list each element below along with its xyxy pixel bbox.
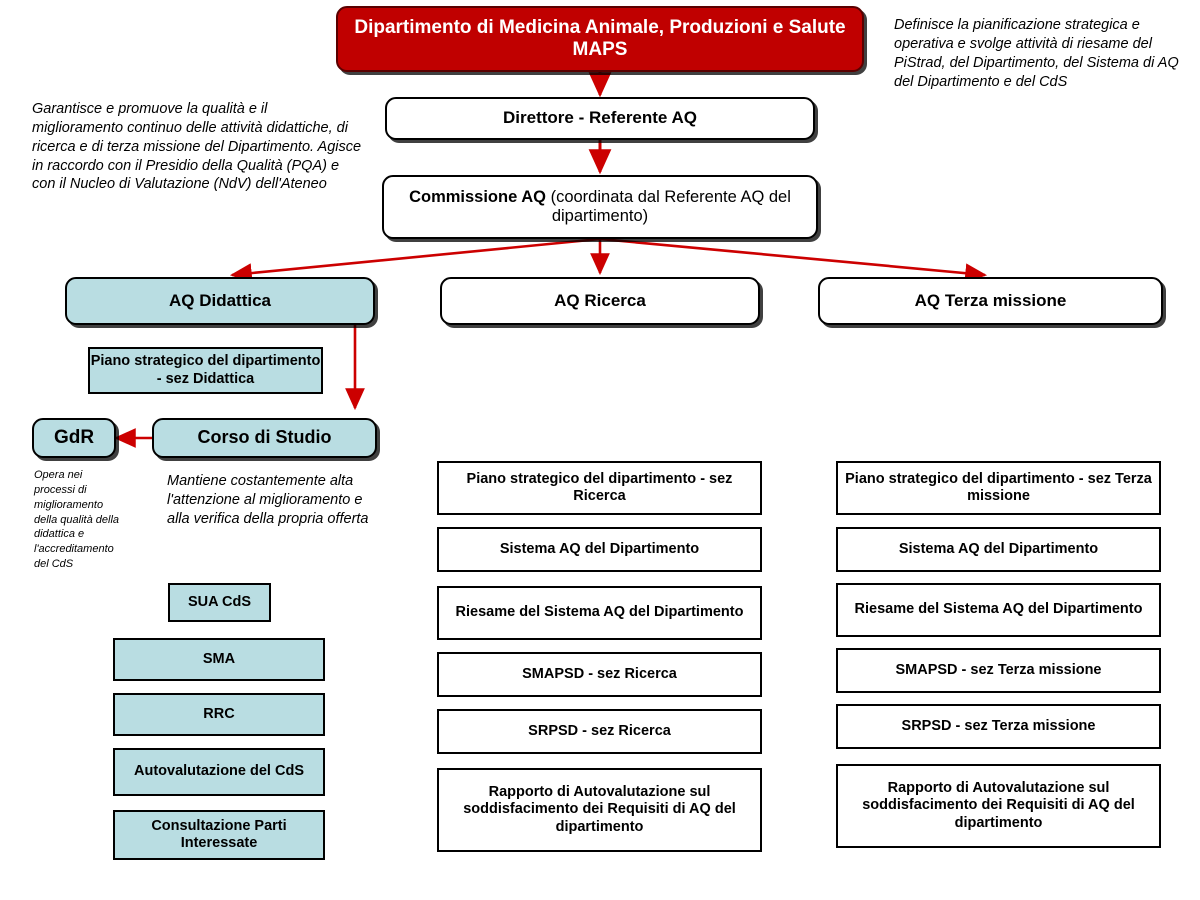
commissione-aq-label: Commissione AQ: [409, 187, 546, 206]
doc-smapsd-ricerca[interactable]: SMAPSD - sez Ricerca: [437, 652, 762, 697]
doc-piano-strategico-ricerca[interactable]: Piano strategico del dipartimento - sez …: [437, 461, 762, 515]
doc-sua-cds-label: SUA CdS: [187, 593, 252, 610]
doc-consultazione-parti-interessate-label: Consultazione Parti Interessate: [151, 817, 287, 851]
note-top-right: Definisce la pianificazione strategica e…: [894, 17, 1179, 90]
doc-rapporto-autovalutazione-terza-missione[interactable]: Rapporto di Autovalutazione sul soddisfa…: [836, 764, 1161, 848]
doc-smapsd-terza-missione-label: SMAPSD - sez Terza missione: [895, 661, 1102, 678]
doc-piano-strategico-terza-missione-label: Piano strategico del dipartimento - sez …: [845, 470, 1152, 504]
doc-sma-label: SMA: [202, 650, 236, 667]
doc-srpsd-ricerca-label: SRPSD - sez Ricerca: [528, 722, 671, 739]
arrow-commissione-to-terza-missione: [599, 237, 988, 283]
arrow-commissione-to-didattica: [229, 237, 601, 283]
direttore-box[interactable]: Direttore - Referente AQ: [385, 97, 815, 140]
piano-strategico-didattica-label: Piano strategico del dipartimento - sez …: [90, 353, 321, 387]
corso-di-studio-box[interactable]: Corso di Studio: [152, 418, 377, 458]
doc-sistema-aq-terza-missione[interactable]: Sistema AQ del Dipartimento: [836, 527, 1161, 572]
doc-srpsd-terza-missione-label: SRPSD - sez Terza missione: [901, 717, 1096, 734]
aq-ricerca-box[interactable]: AQ Ricerca: [440, 277, 760, 325]
doc-autovalutazione-cds[interactable]: Autovalutazione del CdS: [113, 748, 325, 796]
doc-piano-strategico-ricerca-label: Piano strategico del dipartimento - sez …: [466, 470, 733, 504]
doc-smapsd-terza-missione[interactable]: SMAPSD - sez Terza missione: [836, 648, 1161, 693]
aq-terza-missione-label: AQ Terza missione: [914, 290, 1067, 310]
doc-sma[interactable]: SMA: [113, 638, 325, 681]
doc-sistema-aq-terza-missione-label: Sistema AQ del Dipartimento: [898, 540, 1099, 557]
doc-riesame-sistema-aq-ricerca[interactable]: Riesame del Sistema AQ del Dipartimento: [437, 586, 762, 640]
direttore-label: Direttore - Referente AQ: [503, 108, 697, 128]
aq-terza-missione-box[interactable]: AQ Terza missione: [818, 277, 1163, 325]
aq-ricerca-label: AQ Ricerca: [554, 290, 646, 310]
doc-consultazione-parti-interessate[interactable]: Consultazione Parti Interessate: [113, 810, 325, 860]
aq-didattica-label: AQ Didattica: [168, 290, 272, 310]
commissione-aq-sublabel: (coordinata dal Referente AQ del diparti…: [546, 187, 791, 225]
department-title-line2: MAPS: [572, 39, 628, 60]
doc-sistema-aq-ricerca[interactable]: Sistema AQ del Dipartimento: [437, 527, 762, 572]
doc-srpsd-terza-missione[interactable]: SRPSD - sez Terza missione: [836, 704, 1161, 749]
doc-srpsd-ricerca[interactable]: SRPSD - sez Ricerca: [437, 709, 762, 754]
gdr-label: GdR: [53, 426, 95, 448]
doc-riesame-sistema-aq-terza-missione[interactable]: Riesame del Sistema AQ del Dipartimento: [836, 583, 1161, 637]
doc-rapporto-autovalutazione-ricerca-label: Rapporto di Autovalutazione sul soddisfa…: [463, 784, 736, 835]
department-title-box[interactable]: Dipartimento di Medicina Animale, Produz…: [336, 6, 864, 72]
doc-sua-cds[interactable]: SUA CdS: [168, 583, 271, 622]
corso-di-studio-label: Corso di Studio: [197, 427, 332, 448]
note-gdr: Opera nei processi di miglioramento dell…: [34, 469, 120, 571]
piano-strategico-didattica-box[interactable]: Piano strategico del dipartimento - sez …: [88, 347, 323, 394]
doc-riesame-sistema-aq-ricerca-label: Riesame del Sistema AQ del Dipartimento: [455, 604, 744, 621]
aq-didattica-box[interactable]: AQ Didattica: [65, 277, 375, 325]
doc-riesame-sistema-aq-terza-missione-label: Riesame del Sistema AQ del Dipartimento: [854, 601, 1143, 618]
note-corso-di-studio: Mantiene costantemente alta l'attenzione…: [167, 473, 369, 527]
doc-piano-strategico-terza-missione[interactable]: Piano strategico del dipartimento - sez …: [836, 461, 1161, 515]
doc-autovalutazione-cds-label: Autovalutazione del CdS: [134, 763, 304, 780]
gdr-box[interactable]: GdR: [32, 418, 116, 458]
note-top-left: Garantisce e promuove la qualità e il mi…: [32, 101, 362, 193]
doc-rapporto-autovalutazione-ricerca[interactable]: Rapporto di Autovalutazione sul soddisfa…: [437, 768, 762, 852]
doc-smapsd-ricerca-label: SMAPSD - sez Ricerca: [522, 665, 677, 682]
doc-sistema-aq-ricerca-label: Sistema AQ del Dipartimento: [499, 540, 700, 557]
department-title-line1: Dipartimento di Medicina Animale, Produz…: [354, 16, 846, 38]
doc-rrc-label: RRC: [203, 705, 235, 722]
doc-rapporto-autovalutazione-terza-missione-label: Rapporto di Autovalutazione sul soddisfa…: [862, 780, 1135, 831]
commissione-aq-box[interactable]: Commissione AQ (coordinata dal Referente…: [382, 175, 818, 239]
doc-rrc[interactable]: RRC: [113, 693, 325, 736]
